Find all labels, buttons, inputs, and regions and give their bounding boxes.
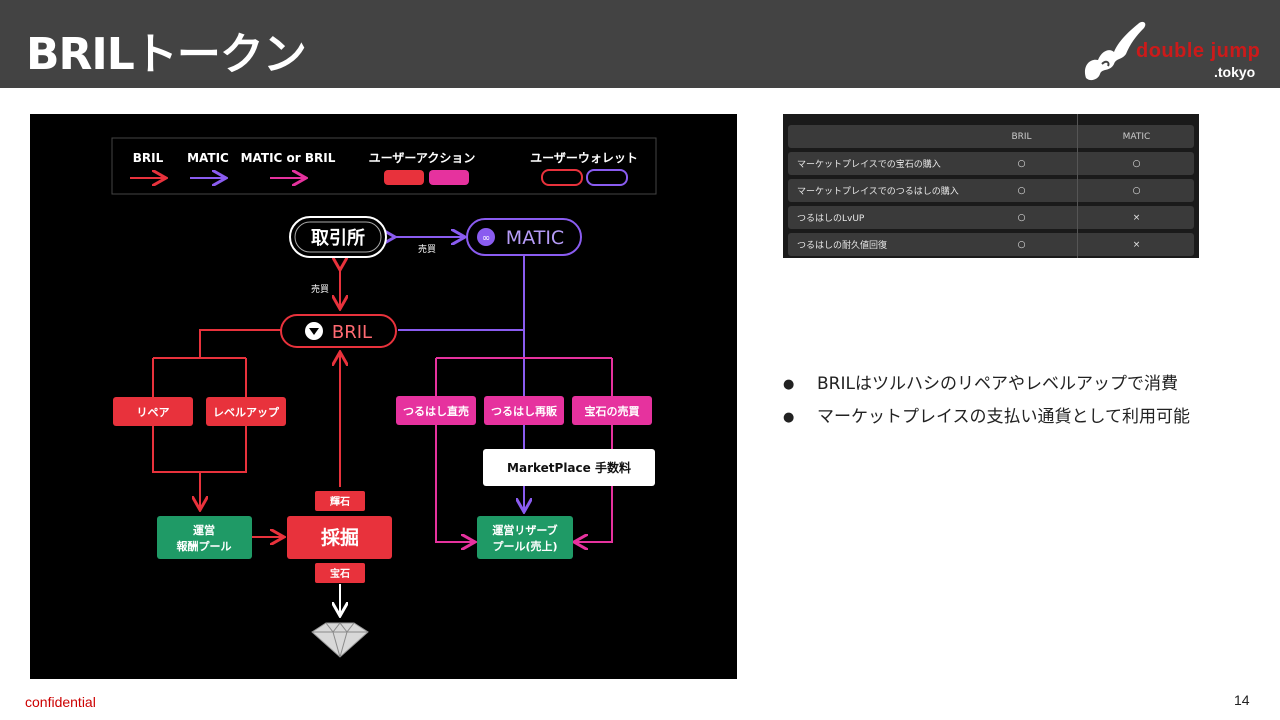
repair-action: リペア [113,397,193,426]
svg-text:運営リザーブ: 運営リザーブ [492,523,557,537]
table-row: つるはしのLvUP ○ × [788,206,1194,229]
logo-mark-icon [1084,21,1146,81]
bullet-icon: ● [783,410,795,425]
svg-text:MATIC: MATIC [506,227,564,249]
table-header-cell: MATIC [1079,125,1194,148]
matic-node: ∞ MATIC [466,218,582,256]
exchange-node: 取引所 [289,216,387,258]
table-row: マーケットプレイスでの宝石の購入 ○ ○ [788,152,1194,175]
bril-branch-left [199,329,282,358]
legend-label-user-action: ユーザーアクション [369,151,476,165]
legend-label-bril: BRIL [133,151,164,165]
legend-label-user-wallet: ユーザーウォレット [530,151,638,165]
table-cell: × [1079,206,1194,229]
confidential-label: confidential [25,694,96,710]
table-row: マーケットプレイスでのつるはしの購入 ○ ○ [788,179,1194,202]
legend-swatch-action-red [384,170,424,185]
svg-text:プール(売上): プール(売上) [492,539,557,553]
list-item: ● BRILはツルハシのリペアやレベルアップで消費 [783,368,1190,401]
bril-node: BRIL [280,314,397,348]
table-cell: × [1079,233,1194,256]
svg-text:宝石: 宝石 [330,567,350,580]
diamond-icon [311,622,369,658]
list-item: ● マーケットプレイスの支払い通貨として利用可能 [783,401,1190,434]
bullet-icon: ● [783,377,795,392]
svg-text:取引所: 取引所 [311,228,365,249]
table-cell: ○ [1079,152,1194,175]
currency-comparison-table: BRIL MATIC マーケットプレイスでの宝石の購入 ○ ○ マーケットプレイ… [783,114,1199,258]
legend-swatch-action-pink [429,170,469,185]
table-cell: ○ [964,179,1079,202]
table-cell: つるはしのLvUP [788,206,964,229]
svg-text:つるはし直売: つるはし直売 [403,404,469,418]
svg-text:BRIL: BRIL [332,322,372,343]
column-divider [1077,114,1078,258]
legend-box: BRIL MATIC MATIC or BRIL ユーザーアクション ユーザーウ… [111,137,657,195]
bullet-text: BRILはツルハシのリペアやレベルアップで消費 [817,374,1178,394]
table-cell: ○ [1079,179,1194,202]
slide-header: BRILトークン double jump .tokyo [0,0,1280,88]
svg-text:運営: 運営 [193,523,215,537]
svg-text:宝石の売買: 宝石の売買 [585,404,640,418]
levelup-action: レベルアップ [206,397,286,426]
matic-to-bril-line [398,254,525,331]
logo-text-sub: .tokyo [1214,64,1256,80]
legend-swatch-wallet-purple [586,169,628,186]
reserve-pool-node: 運営リザーブ プール(売上) [477,516,573,559]
legend-swatch-wallet-red [541,169,583,186]
table-cell: つるはしの耐久値回復 [788,233,964,256]
svg-text:報酬プール: 報酬プール [177,539,232,553]
table-cell: ○ [964,206,1079,229]
mining-node: 採掘 [287,516,392,559]
page-number: 14 [1234,692,1250,708]
table-header-row: BRIL MATIC [788,125,1194,148]
svg-text:採掘: 採掘 [321,526,359,549]
direct-sale-to-reserve [435,425,473,542]
direct-sale-action: つるはし直売 [396,396,476,425]
table-cell: マーケットプレイスでのつるはしの購入 [788,179,964,202]
svg-text:つるはし再販: つるはし再販 [491,404,558,418]
ops-reward-pool-node: 運営 報酬プール [157,516,252,559]
resale-action: つるはし再販 [484,396,564,425]
svg-text:リペア: リペア [137,406,170,419]
matic-icon [477,228,495,246]
trade-label-vertical: 売買 [311,283,329,295]
svg-text:∞: ∞ [482,233,490,244]
table-cell: マーケットプレイスでの宝石の購入 [788,152,964,175]
svg-text:輝石: 輝石 [330,495,350,508]
token-flow-diagram: BRIL MATIC MATIC or BRIL ユーザーアクション ユーザーウ… [30,114,737,679]
logo-text-main: double jump [1136,40,1261,62]
gem-sale-action: 宝石の売買 [572,396,652,425]
legend-label-matic-or-bril: MATIC or BRIL [241,151,336,165]
gem-label: 宝石 [315,563,365,583]
actions-merge-line [152,426,247,473]
svg-text:MarketPlace 手数料: MarketPlace 手数料 [507,460,631,475]
table-header-cell [788,125,964,148]
page-title: BRILトークン [26,29,307,80]
table-header-cell: BRIL [964,125,1079,148]
table-cell: ○ [964,152,1079,175]
table-cell: ○ [964,233,1079,256]
marketplace-fee-box: MarketPlace 手数料 [483,449,655,486]
legend-label-matic: MATIC [187,151,229,165]
bullet-list: ● BRILはツルハシのリペアやレベルアップで消費 ● マーケットプレイスの支払… [783,368,1190,434]
table-row: つるはしの耐久値回復 ○ × [788,233,1194,256]
kiseki-label: 輝石 [315,491,365,511]
svg-text:レベルアップ: レベルアップ [213,405,280,419]
trade-label-horizontal: 売買 [418,243,436,255]
company-logo: double jump .tokyo [1080,14,1270,84]
bullet-text: マーケットプレイスの支払い通貨として利用可能 [817,407,1190,427]
